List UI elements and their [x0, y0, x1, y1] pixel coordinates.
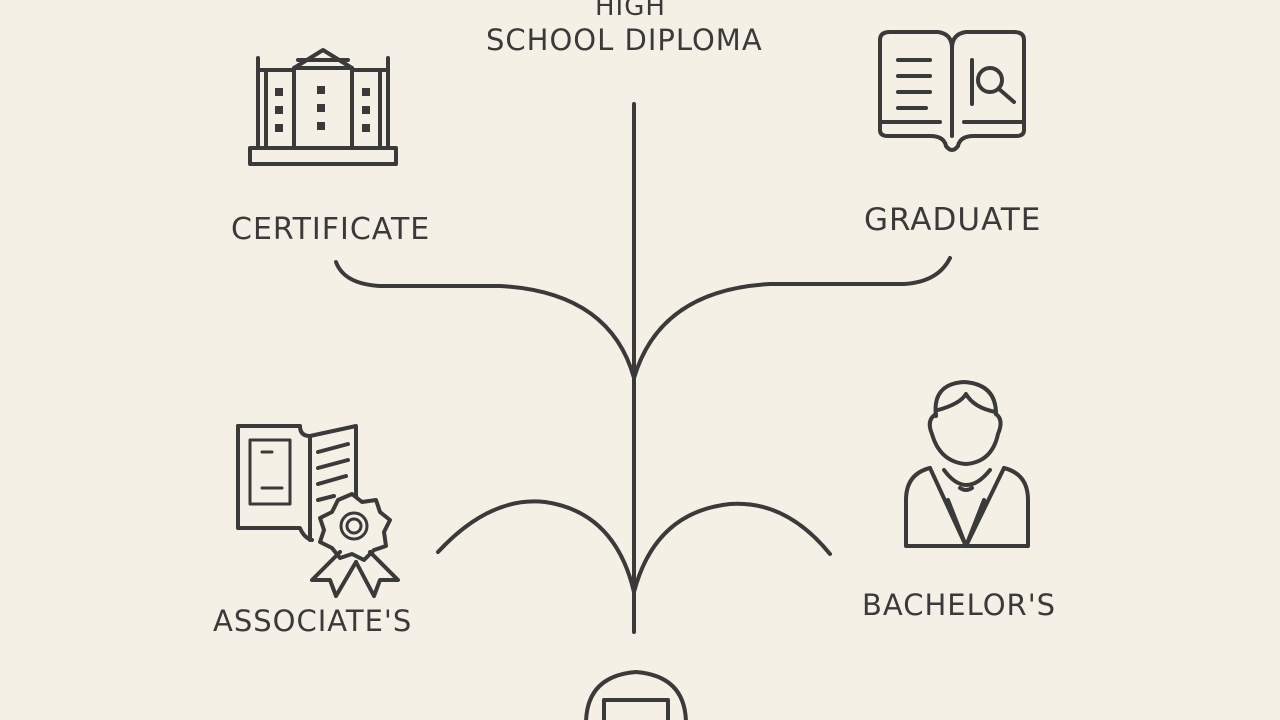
certificate-ribbon-icon — [236, 424, 400, 598]
branch-line-associates — [436, 499, 636, 594]
graduate-person-icon — [904, 380, 1030, 548]
top-label-line2: SCHOOL DIPLOMA — [486, 23, 763, 57]
building-icon — [248, 48, 398, 166]
student-icon — [584, 670, 688, 720]
top-label-line1: HIGH — [595, 0, 666, 22]
branch-line-graduate — [632, 256, 952, 380]
branch-label-associates: ASSOCIATE'S — [213, 604, 413, 638]
branch-label-certificate: CERTIFICATE — [231, 212, 431, 247]
branch-label-bachelors: BACHELOR'S — [862, 588, 1057, 622]
branch-line-bachelors — [632, 501, 832, 594]
branch-line-certificate — [334, 260, 636, 380]
open-book-magnifier-icon — [878, 30, 1026, 152]
branch-label-graduate: GRADUATE — [864, 202, 1042, 238]
